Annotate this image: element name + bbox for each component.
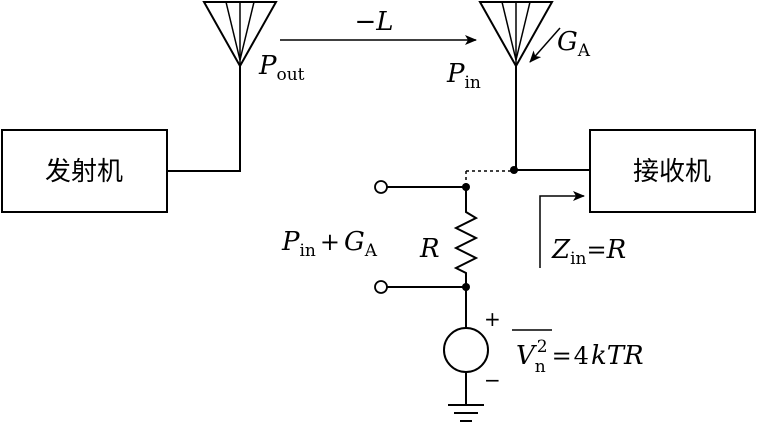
ground-icon	[448, 404, 484, 422]
p-out-label: Pout	[258, 51, 305, 85]
top-terminal[interactable]	[374, 180, 388, 194]
path-loss-label: −L	[354, 7, 393, 37]
transmit-antenna	[202, 1, 278, 69]
noise-voltage-source	[443, 327, 489, 373]
noise-voltage-label: Vn2=4kTR	[516, 337, 644, 377]
bottom-terminal[interactable]	[374, 280, 388, 294]
receive-junction	[510, 166, 518, 174]
receive-feed-line	[515, 66, 590, 171]
resistor-label: R	[419, 234, 440, 264]
input-impedance-arrow	[539, 191, 585, 268]
transmitter-block: 发射机	[1, 129, 168, 213]
receive-antenna	[478, 1, 554, 69]
input-impedance-label: Zin=R	[551, 235, 626, 269]
receiver-label: 接收机	[633, 157, 711, 187]
resistor	[453, 187, 479, 287]
transmitter-label: 发射机	[45, 157, 123, 187]
combined-power-label: Pin+GA	[281, 227, 378, 261]
receiver-block: 接收机	[589, 129, 756, 213]
antenna-gain-label: GA	[557, 27, 591, 61]
source-plus-sign: +	[484, 307, 501, 331]
gain-arrow	[529, 27, 561, 63]
source-minus-sign: −	[484, 368, 501, 392]
transmit-feed-line	[167, 66, 241, 172]
p-in-label: Pin	[446, 59, 481, 93]
